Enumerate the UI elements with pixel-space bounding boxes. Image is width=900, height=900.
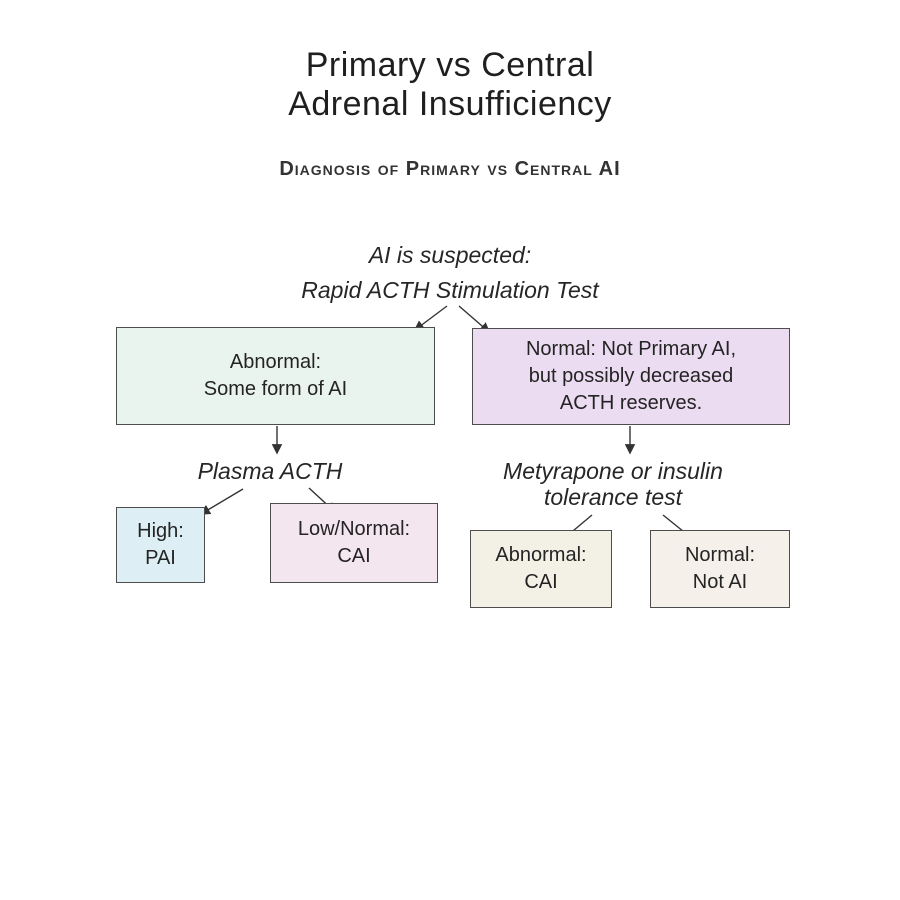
node-line: but possibly decreased (528, 365, 734, 387)
plasma-acth-label: Plasma ACTH (197, 458, 343, 484)
node-line: CAI (337, 545, 371, 567)
node-line: Some form of AI (203, 378, 348, 400)
page-title-line2: Adrenal Insufficiency (288, 85, 612, 123)
node-line: Normal: (684, 544, 755, 566)
node-normal-not-ai: Normal: Not AI (650, 530, 790, 608)
node-line: Abnormal: (495, 544, 587, 566)
node-line: PAI (145, 547, 176, 569)
node-abnormal-some-ai: Abnormal: Some form of AI (116, 327, 435, 425)
node-line: Not AI (692, 571, 748, 593)
root-label-line2: Rapid ACTH Stimulation Test (301, 277, 599, 303)
page-subtitle: Diagnosis of Primary vs Central AI (279, 158, 621, 180)
metyrapone-label-line1: Metyrapone or insulin (503, 458, 723, 484)
root-label: AI is suspected: Rapid ACTH Stimulation … (150, 238, 750, 308)
node-line: Normal: Not Primary AI, (525, 338, 737, 360)
node-low-normal-cai: Low/Normal: CAI (270, 503, 438, 583)
metyrapone-label: Metyrapone or insulin tolerance test (463, 458, 763, 510)
node-line: CAI (524, 571, 558, 593)
node-normal-not-primary: Normal: Not Primary AI, but possibly dec… (472, 328, 790, 425)
node-high-pai: High: PAI (116, 507, 205, 583)
node-abnormal-cai: Abnormal: CAI (470, 530, 612, 608)
node-line: Abnormal: (229, 351, 322, 373)
page-title-line1: Primary vs Central (305, 46, 595, 84)
metyrapone-label-line2: tolerance test (543, 484, 683, 510)
arrow-plasma-to-high (199, 488, 244, 515)
node-line: High: (137, 520, 184, 542)
node-line: ACTH reserves. (559, 392, 703, 414)
page-title: Primary vs Central Adrenal Insufficiency (0, 46, 900, 124)
root-label-line1: AI is suspected: (368, 242, 532, 268)
node-line: Low/Normal: (297, 518, 411, 540)
